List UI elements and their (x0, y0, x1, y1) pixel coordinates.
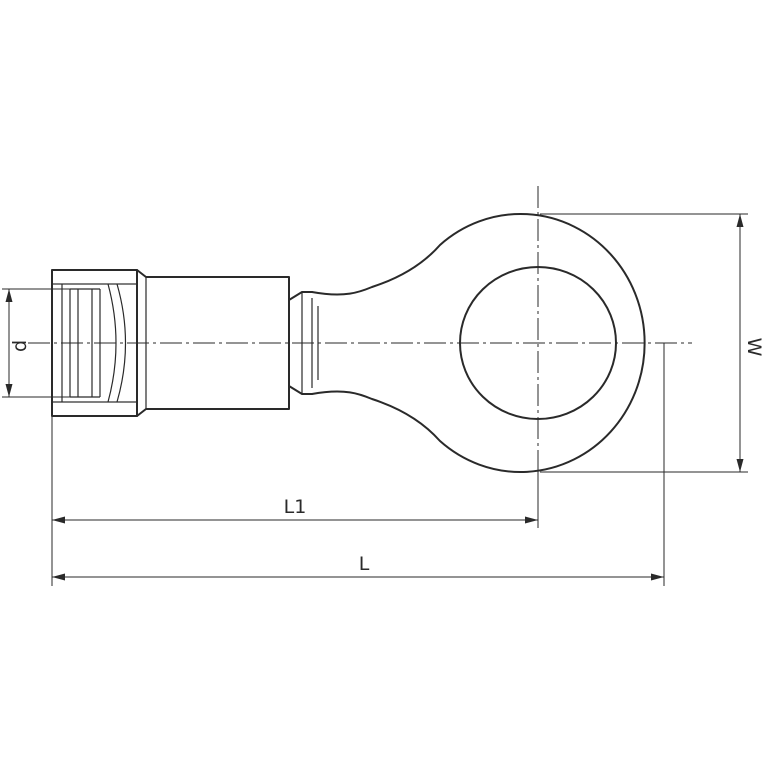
dimension-label-l1: L1 (284, 496, 307, 518)
stud-hole (459, 266, 617, 420)
dimension-l: L (52, 553, 664, 581)
ring-tongue-outline (311, 213, 646, 473)
dimension-d: d (5, 289, 31, 397)
dimension-w: W (736, 214, 765, 472)
terminal-neck (288, 291, 319, 395)
dimension-label-w: W (743, 338, 765, 357)
sleeve-body (136, 269, 290, 417)
dimension-label-l: L (359, 553, 370, 575)
dimension-l1: L1 (52, 496, 538, 524)
dimension-label-d: d (9, 340, 31, 352)
